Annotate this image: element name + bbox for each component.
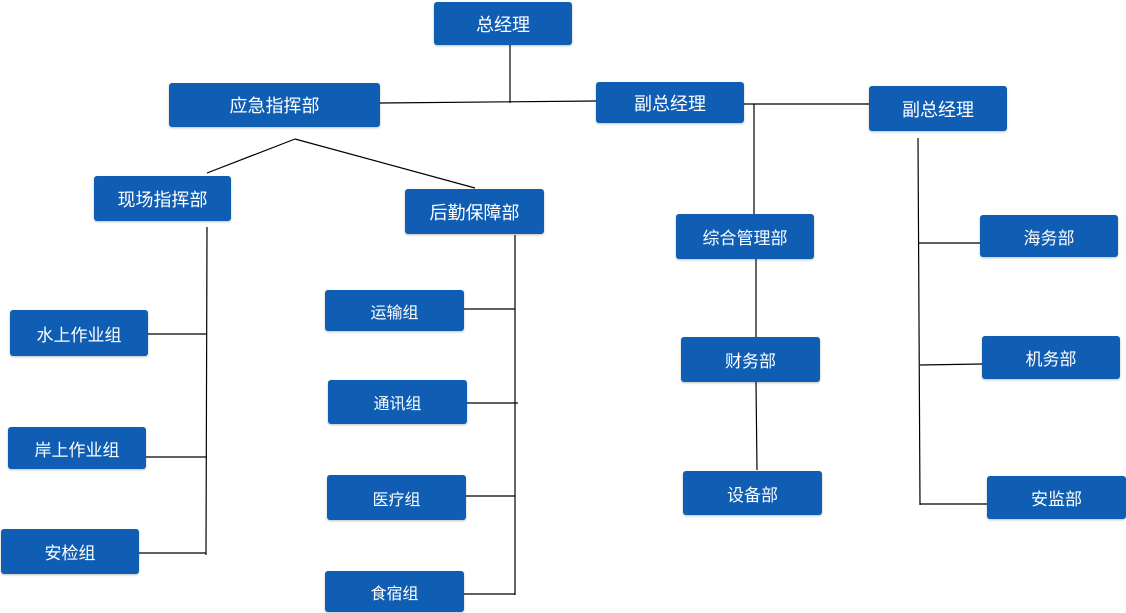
node-water-operation-group: 水上作业组 [10,310,148,356]
node-engineering-dept: 机务部 [982,336,1120,379]
node-food-lodging-group: 食宿组 [325,571,464,612]
node-general-manager: 总经理 [434,2,572,45]
node-deputy-gm-1: 副总经理 [596,82,744,123]
node-shore-operation-group: 岸上作业组 [8,427,146,469]
connector-finance-equipment [755,381,758,471]
node-equipment-dept: 设备部 [683,471,822,515]
node-onsite-command-dept: 现场指挥部 [94,176,231,221]
connector-emergency-left [206,138,296,174]
connector-engineering-dept [919,363,983,366]
node-security-check-group: 安检组 [1,529,139,574]
node-transport-group: 运输组 [325,290,464,331]
connector-deputy2-vertical [917,137,921,506]
node-maritime-dept: 海务部 [980,215,1118,257]
node-safety-supervision-dept: 安监部 [987,476,1126,519]
node-general-management-dept: 综合管理部 [676,214,814,259]
node-medical-group: 医疗组 [327,475,466,520]
node-communication-group: 通讯组 [328,380,467,424]
node-deputy-gm-2: 副总经理 [869,86,1007,131]
connector-top-bar [379,100,598,104]
connector-emergency-right [294,138,476,189]
connector-onsite-vertical [205,226,208,556]
node-logistics-support-dept: 后勤保障部 [405,189,544,234]
node-emergency-command-dept: 应急指挥部 [169,83,380,127]
node-finance-dept: 财务部 [681,337,820,382]
